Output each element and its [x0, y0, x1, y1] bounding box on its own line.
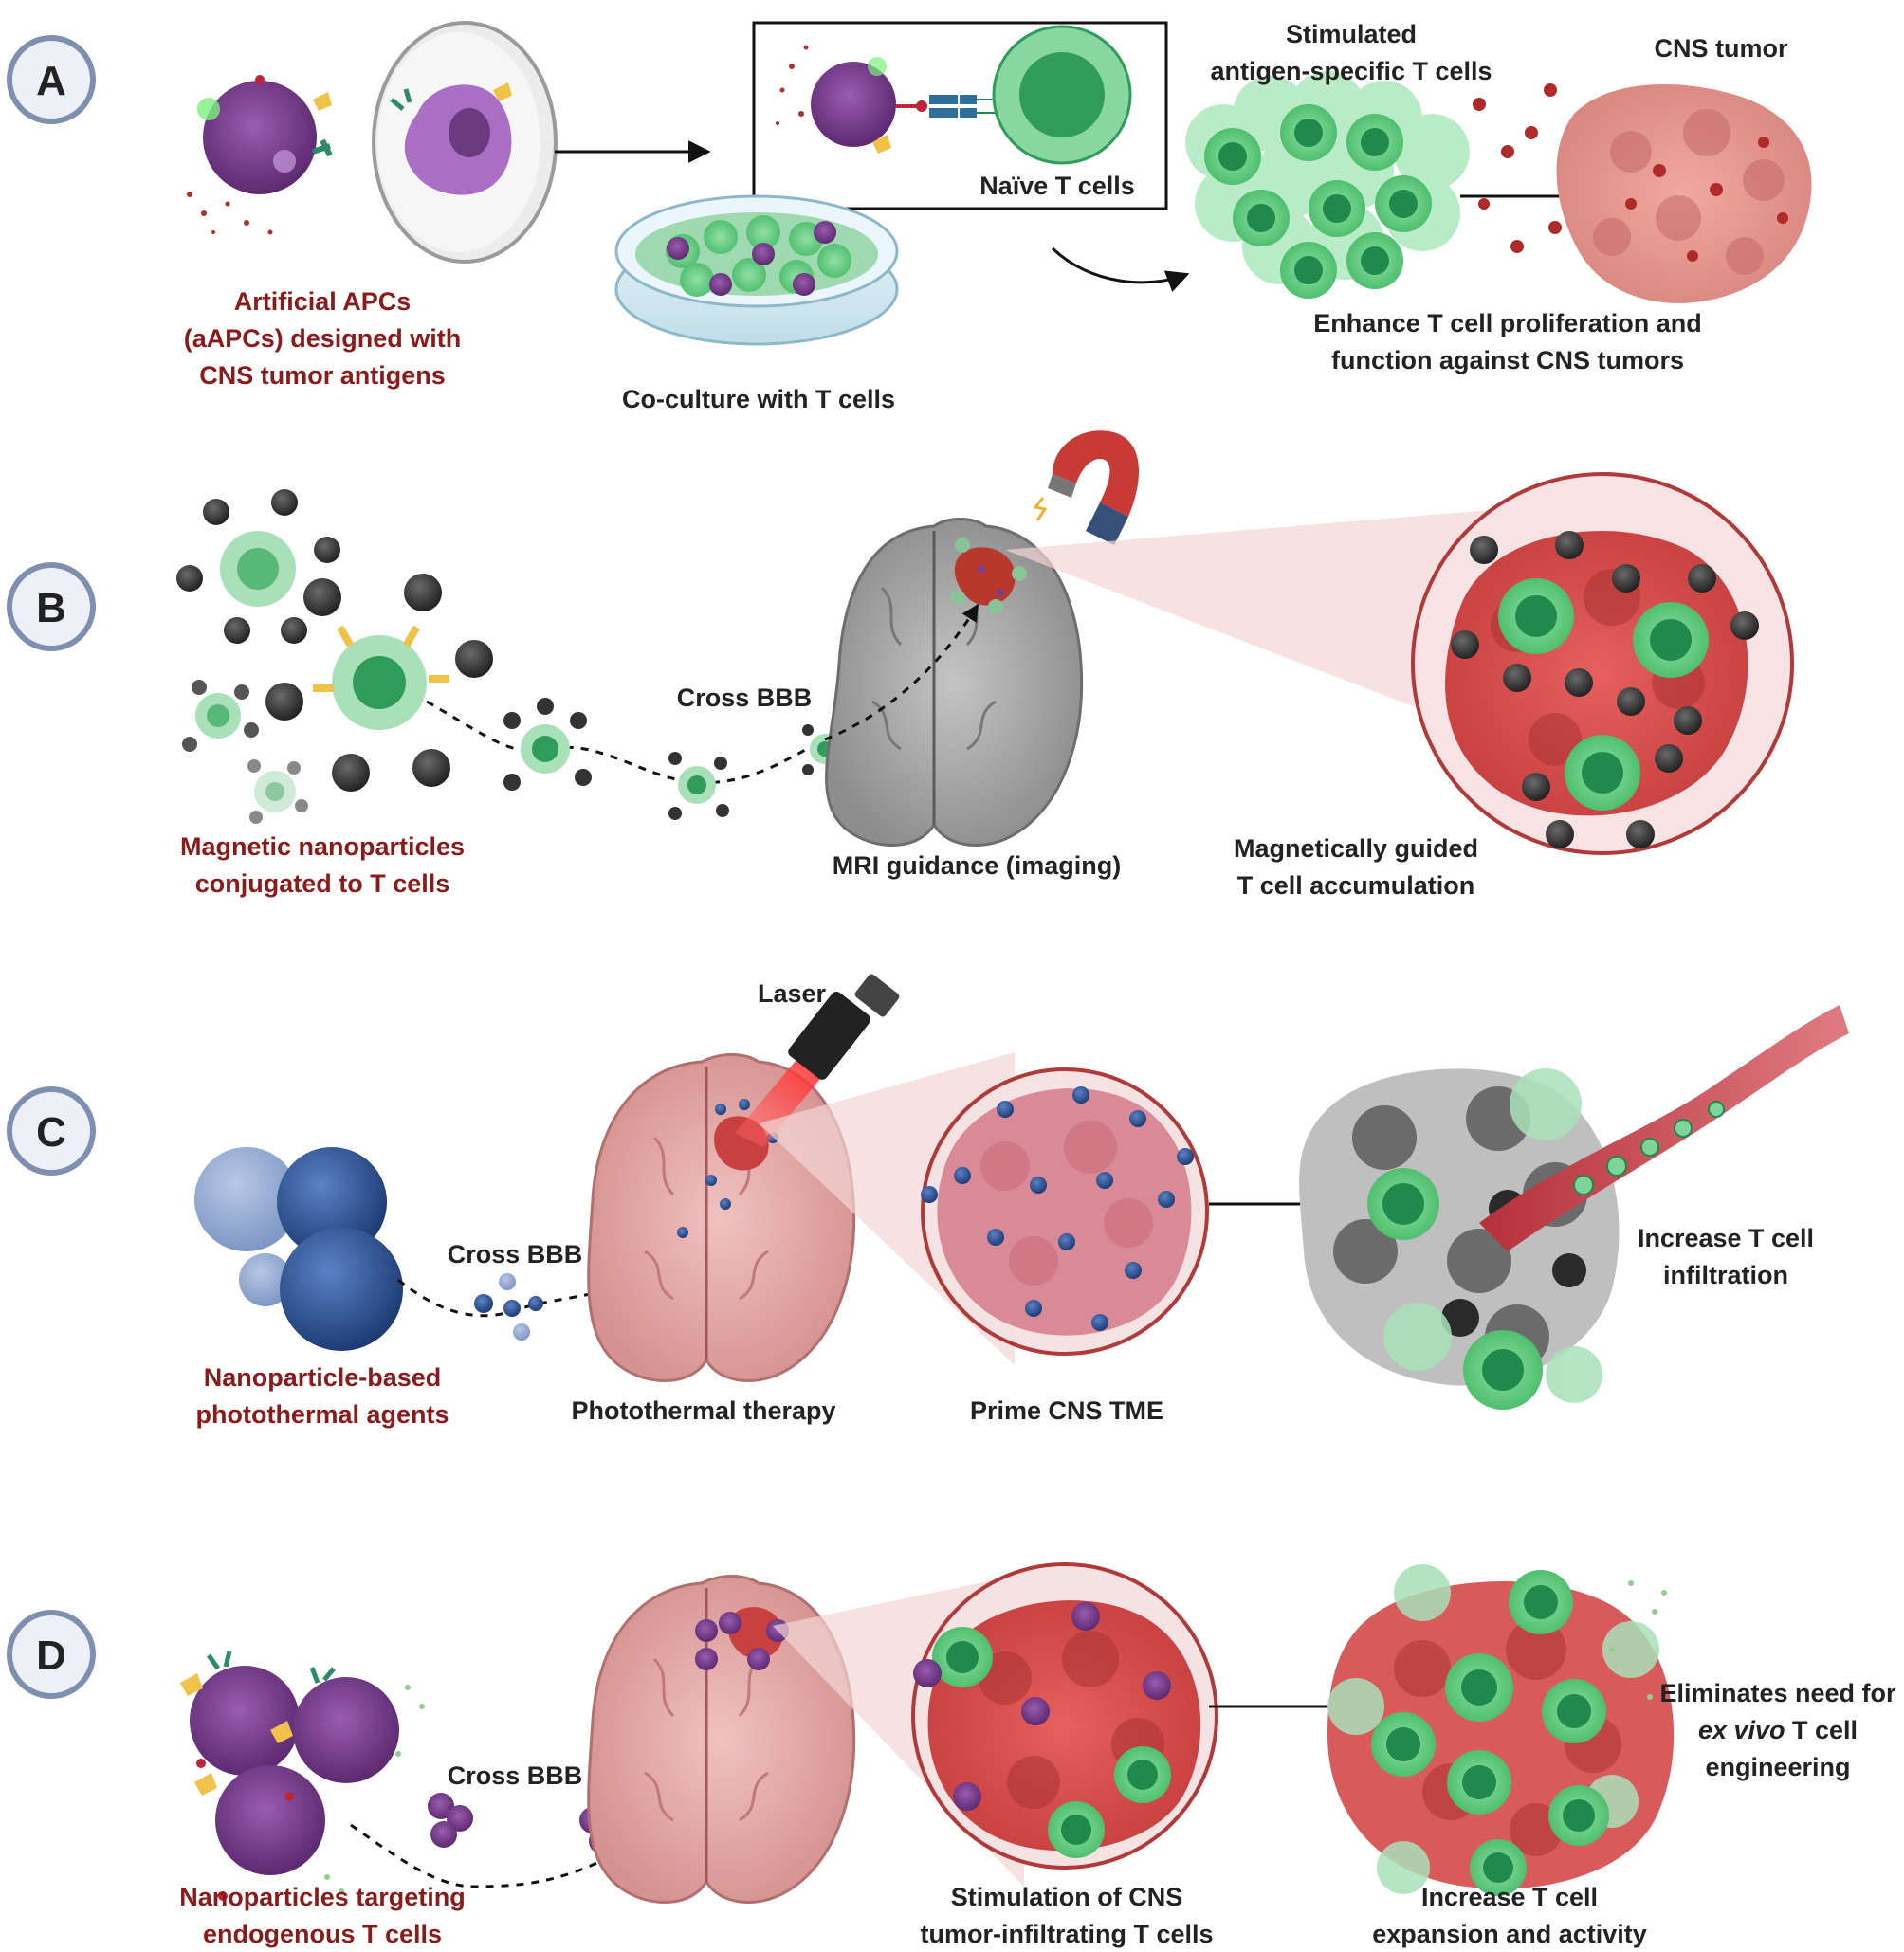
expansion-cluster [1327, 1564, 1675, 1896]
infiltration-label-line2: infiltration [1663, 1261, 1788, 1289]
prime-tme-label: Prime CNS TME [970, 1396, 1163, 1425]
cross-bbb-d-label: Cross BBB [448, 1761, 583, 1790]
cns-tumor-a [1556, 83, 1812, 303]
cytokine-dots [1473, 83, 1562, 253]
eliminates-label-line3: engineering [1705, 1753, 1850, 1781]
cns-tumor-label: CNS tumor [1655, 34, 1788, 63]
expansion-label-line2: expansion and activity [1372, 1920, 1647, 1948]
magnetic-label-line1: Magnetic nanoparticles [180, 832, 465, 861]
panel-d: D Cross BBB [7, 1562, 1896, 1948]
guided-label-line2: T cell accumulation [1237, 871, 1475, 900]
laser-icon [735, 974, 900, 1147]
photothermal-nanoparticles [194, 1147, 403, 1351]
photothermal-therapy-label: Photothermal therapy [571, 1396, 835, 1425]
mri-guidance-label: MRI guidance (imaging) [833, 851, 1122, 880]
aapc-label-line2: (aAPCs) designed with [184, 324, 462, 353]
panel-b-letter: B [36, 585, 66, 631]
zoom-circle-c [921, 1067, 1209, 1356]
migrating-nanoparticles-c [474, 1273, 543, 1341]
eliminates-label-tcell: T cell [1785, 1716, 1858, 1744]
coculture-label: Co-culture with T cells [622, 385, 895, 413]
panel-b-badge: B [7, 562, 96, 651]
tcell-np-cluster [176, 489, 493, 824]
panel-b: B [7, 430, 1794, 900]
aapc-cell [197, 75, 333, 194]
targeting-label-line2: endogenous T cells [203, 1920, 442, 1948]
targeting-nanoparticles [180, 1651, 425, 1901]
brain-gray [825, 518, 1084, 847]
magnet-icon [1033, 430, 1140, 545]
stimulation-label-line1: Stimulation of CNS [951, 1883, 1183, 1911]
photo-agents-label-line2: photothermal agents [195, 1400, 449, 1429]
eliminates-label-line1: Eliminates need for [1659, 1679, 1896, 1707]
mirror-oval [372, 21, 558, 264]
magnetic-label-line2: conjugated to T cells [195, 869, 450, 898]
infiltration-cluster [1299, 1005, 1849, 1410]
expansion-label-line1: Increase T cell [1421, 1883, 1598, 1911]
eliminates-label-line2: ex vivo T cell [1698, 1716, 1858, 1744]
path-b [426, 700, 826, 785]
panel-a-letter: A [36, 58, 66, 104]
brain-pink-d [587, 1575, 856, 1904]
path-d [350, 1722, 705, 1888]
infiltration-label-line1: Increase T cell [1638, 1224, 1814, 1252]
laser-label: Laser [758, 979, 827, 1008]
migrating-tcells-b [503, 698, 850, 820]
path-c [397, 1162, 732, 1318]
arrow-b-brain [824, 603, 979, 741]
petri-dish [614, 194, 899, 346]
cross-bbb-c-label: Cross BBB [448, 1240, 583, 1268]
cross-bbb-b-label: Cross BBB [677, 684, 813, 712]
panel-c: C Cross BBB [7, 974, 1849, 1429]
guided-label-line1: Magnetically guided [1234, 834, 1478, 863]
eliminates-label-ex-vivo: ex vivo [1698, 1716, 1785, 1744]
stimulation-label-line2: tumor-infiltrating T cells [920, 1920, 1213, 1948]
antigen-dots [187, 192, 273, 235]
stimulated-label-line2: antigen-specific T cells [1210, 57, 1492, 85]
aapc-label-line3: CNS tumor antigens [199, 361, 446, 390]
panel-d-badge: D [7, 1610, 96, 1699]
zoom-circle-b [1411, 472, 1794, 855]
panel-a: A [7, 20, 1812, 413]
arrow-a2 [1051, 246, 1190, 292]
naive-tcells-label: Naïve T cells [979, 172, 1135, 200]
stimulated-tcell-cluster [1185, 71, 1470, 299]
brain-pink-c [587, 1053, 856, 1382]
photo-agents-label-line1: Nanoparticle-based [204, 1363, 442, 1392]
panel-c-badge: C [7, 1086, 96, 1176]
enhance-label-line1: Enhance T cell proliferation and [1313, 309, 1702, 337]
panel-d-letter: D [36, 1633, 66, 1679]
panel-c-letter: C [36, 1109, 66, 1156]
enhance-label-line2: function against CNS tumors [1331, 346, 1684, 374]
stimulated-label-line1: Stimulated [1286, 20, 1417, 48]
zoom-circle-d [911, 1562, 1218, 1870]
aapc-label-line1: Artificial APCs [234, 287, 412, 316]
naive-inset-box [752, 21, 1168, 210]
targeting-label-line1: Nanoparticles targeting [179, 1883, 466, 1911]
panel-a-badge: A [7, 35, 96, 124]
